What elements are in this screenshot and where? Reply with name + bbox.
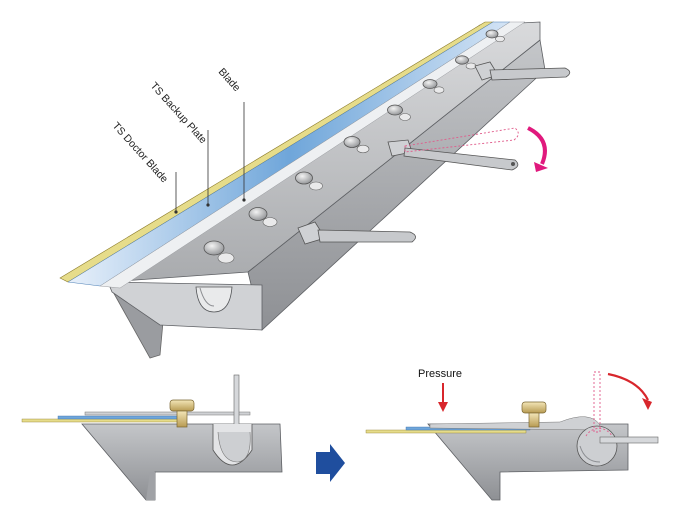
mounting-bolts (203, 29, 505, 264)
doctor-blade-strip (21, 418, 183, 423)
bolt (387, 104, 411, 121)
backup-plate-strip (57, 415, 183, 420)
cross-section-after (365, 371, 659, 501)
blade-strip (99, 21, 526, 289)
bolt (343, 136, 370, 154)
curved-arrow-icon (607, 372, 652, 410)
clamp-lever-open (387, 127, 519, 171)
label-leaders (174, 102, 246, 214)
label-doctor-blade: TS Doctor Blade (110, 120, 171, 185)
clamp-lever (474, 61, 571, 81)
label-pressure: Pressure (418, 368, 462, 380)
blade-strip-bent (429, 416, 601, 431)
label-backup-plate: TS Backup Plate (148, 80, 209, 146)
bolt (455, 55, 477, 70)
doctor-blade-strip (365, 429, 527, 434)
label-blade: Blade (216, 66, 243, 94)
bolt (295, 171, 323, 191)
blade-strip (84, 411, 251, 416)
bolt (248, 207, 278, 227)
bolt (485, 29, 505, 43)
down-arrow-icon (438, 383, 448, 412)
clamp-lever (297, 221, 416, 245)
bolt (422, 79, 445, 94)
bolt (203, 240, 235, 264)
cross-section-before (21, 374, 283, 501)
right-arrow-icon (316, 444, 345, 482)
curved-arrow-icon (527, 126, 548, 172)
